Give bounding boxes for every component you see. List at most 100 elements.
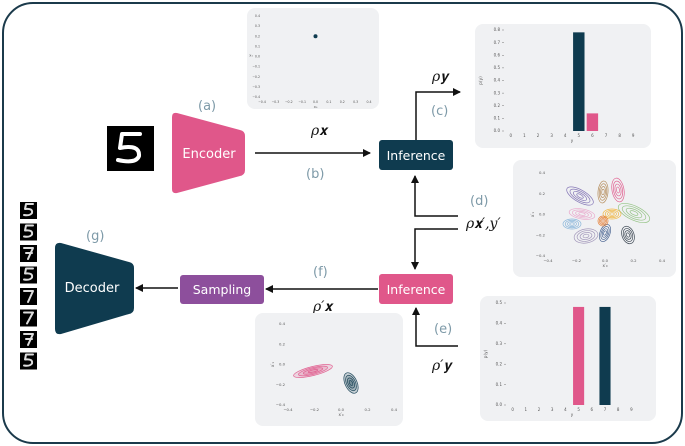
cluster-contour-navy: [601, 228, 609, 238]
x-tick-label: 4: [564, 407, 567, 412]
sampled-contour-pink: [307, 369, 319, 373]
cluster-contour-dark: [626, 232, 630, 238]
x-axis-label: x′₀: [602, 263, 607, 268]
x-axis-label: y: [571, 412, 574, 417]
y-tick-label: 0.1: [494, 116, 501, 121]
x-tick-label: 1: [523, 133, 526, 138]
cluster-contour-orange: [602, 208, 622, 220]
bar-class-6: [586, 113, 599, 131]
y-tick-label: 0.0: [279, 362, 286, 367]
cluster-contour-dark-orange: [598, 216, 608, 226]
y-tick-label: −0.4: [252, 95, 260, 99]
y-tick-label: 0.4: [496, 321, 503, 326]
y-tick-label: 0.1: [255, 44, 260, 48]
x-tick-label: 9: [632, 133, 635, 138]
sampled-contour-dark: [347, 377, 355, 389]
x-tick-label: 8: [618, 133, 621, 138]
generated-digit-sample: [20, 352, 37, 370]
x-tick-label: −0.1: [298, 100, 306, 104]
sample-stroke: [23, 311, 34, 325]
y-tick-label: 0.0: [539, 212, 546, 217]
sample-stroke: [23, 267, 34, 281]
rho-y-prime-label: ρ′𝐲: [431, 358, 453, 374]
cluster-contour-navy: [599, 224, 611, 242]
x-axis-label: x₀: [314, 105, 318, 109]
decoder-label: Decoder: [65, 281, 120, 296]
cluster-contour-pink: [612, 180, 624, 200]
arrow-inference-to-class-posterior: [415, 88, 461, 140]
cluster-contour-dark-orange: [600, 218, 606, 224]
x-tick-label: −0.4: [283, 407, 293, 412]
panel-background: [475, 24, 651, 148]
cluster-contour-orange: [609, 212, 615, 216]
y-tick-label: 0.2: [494, 103, 501, 108]
x-tick-label: 0.2: [630, 258, 637, 263]
cluster-contour-light-blue: [567, 221, 577, 227]
cluster-contour-light-blue: [562, 218, 582, 230]
sample-stroke: [23, 203, 34, 217]
cluster-contour-brown: [598, 183, 608, 201]
y-tick-label: 0.4: [494, 78, 501, 83]
inference-top-block: Inference: [379, 140, 453, 170]
y-axis-label: p(y): [483, 349, 488, 358]
arrow-joint-to-bottom-inference: [411, 228, 458, 270]
rho-xy-prime-label: ρ𝐱′,y′: [465, 216, 501, 232]
y-tick-label: 0.7: [494, 40, 501, 45]
sample-stroke: [23, 224, 34, 238]
x-tick-label: −0.4: [543, 258, 553, 263]
x-tick-label: 0: [510, 133, 513, 138]
y-tick-label: 0.3: [494, 90, 501, 95]
cluster-contour-light-blue: [569, 222, 575, 226]
cluster-contour-brown: [597, 180, 609, 204]
x-tick-label: 8: [617, 407, 620, 412]
y-tick-label: 0.2: [539, 191, 546, 196]
x-tick-label: 0.3: [353, 100, 358, 104]
cluster-contour-lavender: [573, 228, 599, 244]
bar-class-5: [573, 306, 585, 405]
x-tick-label: −0.2: [310, 407, 320, 412]
y-tick-label: −0.2: [252, 75, 260, 79]
x-tick-label: 0.0: [602, 258, 609, 263]
cluster-contour-green: [621, 205, 647, 221]
cluster-contour-brown: [600, 186, 606, 198]
cluster-contour-lavender: [576, 230, 596, 242]
cluster-contour-pink: [611, 177, 625, 203]
generated-digit-sample: [20, 309, 37, 327]
step-label-b: (b): [306, 167, 324, 182]
inference-bottom-block: Inference: [379, 274, 453, 304]
x-tick-label: 5: [577, 407, 580, 412]
generated-digit-sample: [20, 288, 37, 305]
y-tick-label: 0.3: [255, 24, 260, 28]
x-tick-label: 0.2: [364, 407, 371, 412]
bar-class-5: [573, 32, 585, 131]
step-label-g: (g): [86, 229, 104, 244]
cluster-contour-green: [625, 207, 643, 219]
inference-bottom-label: Inference: [387, 282, 446, 297]
latent-point: [313, 34, 318, 39]
step-labels: (a) (b) (c) (d) (e) (f) (g): [86, 99, 488, 337]
cluster-contour-dark: [624, 230, 632, 240]
y-axis-label: p(y): [478, 76, 483, 85]
bar-class-7: [599, 306, 611, 405]
step-label-e: (e): [434, 322, 452, 337]
y-axis-label: x′₁: [270, 362, 275, 367]
cluster-contour-dark: [621, 225, 635, 245]
x-tick-label: 9: [630, 407, 633, 412]
y-tick-label: 0.3: [496, 341, 503, 346]
rho-x-prime-label: ρ′𝐱: [312, 299, 334, 315]
y-tick-label: 0.4: [279, 321, 286, 326]
generated-digit-sample: [20, 223, 37, 241]
x-tick-label: 7: [605, 133, 608, 138]
cluster-contour-orange: [607, 211, 617, 217]
step-label-d: (d): [470, 194, 488, 209]
cluster-contour-light-pink: [578, 212, 586, 216]
x-tick-label: 6: [591, 407, 594, 412]
x-tick-label: 0.2: [340, 100, 345, 104]
x-tick-label: 0: [511, 407, 514, 412]
y-tick-label: 0.8: [494, 27, 501, 32]
y-tick-label: 0.4: [255, 14, 260, 18]
